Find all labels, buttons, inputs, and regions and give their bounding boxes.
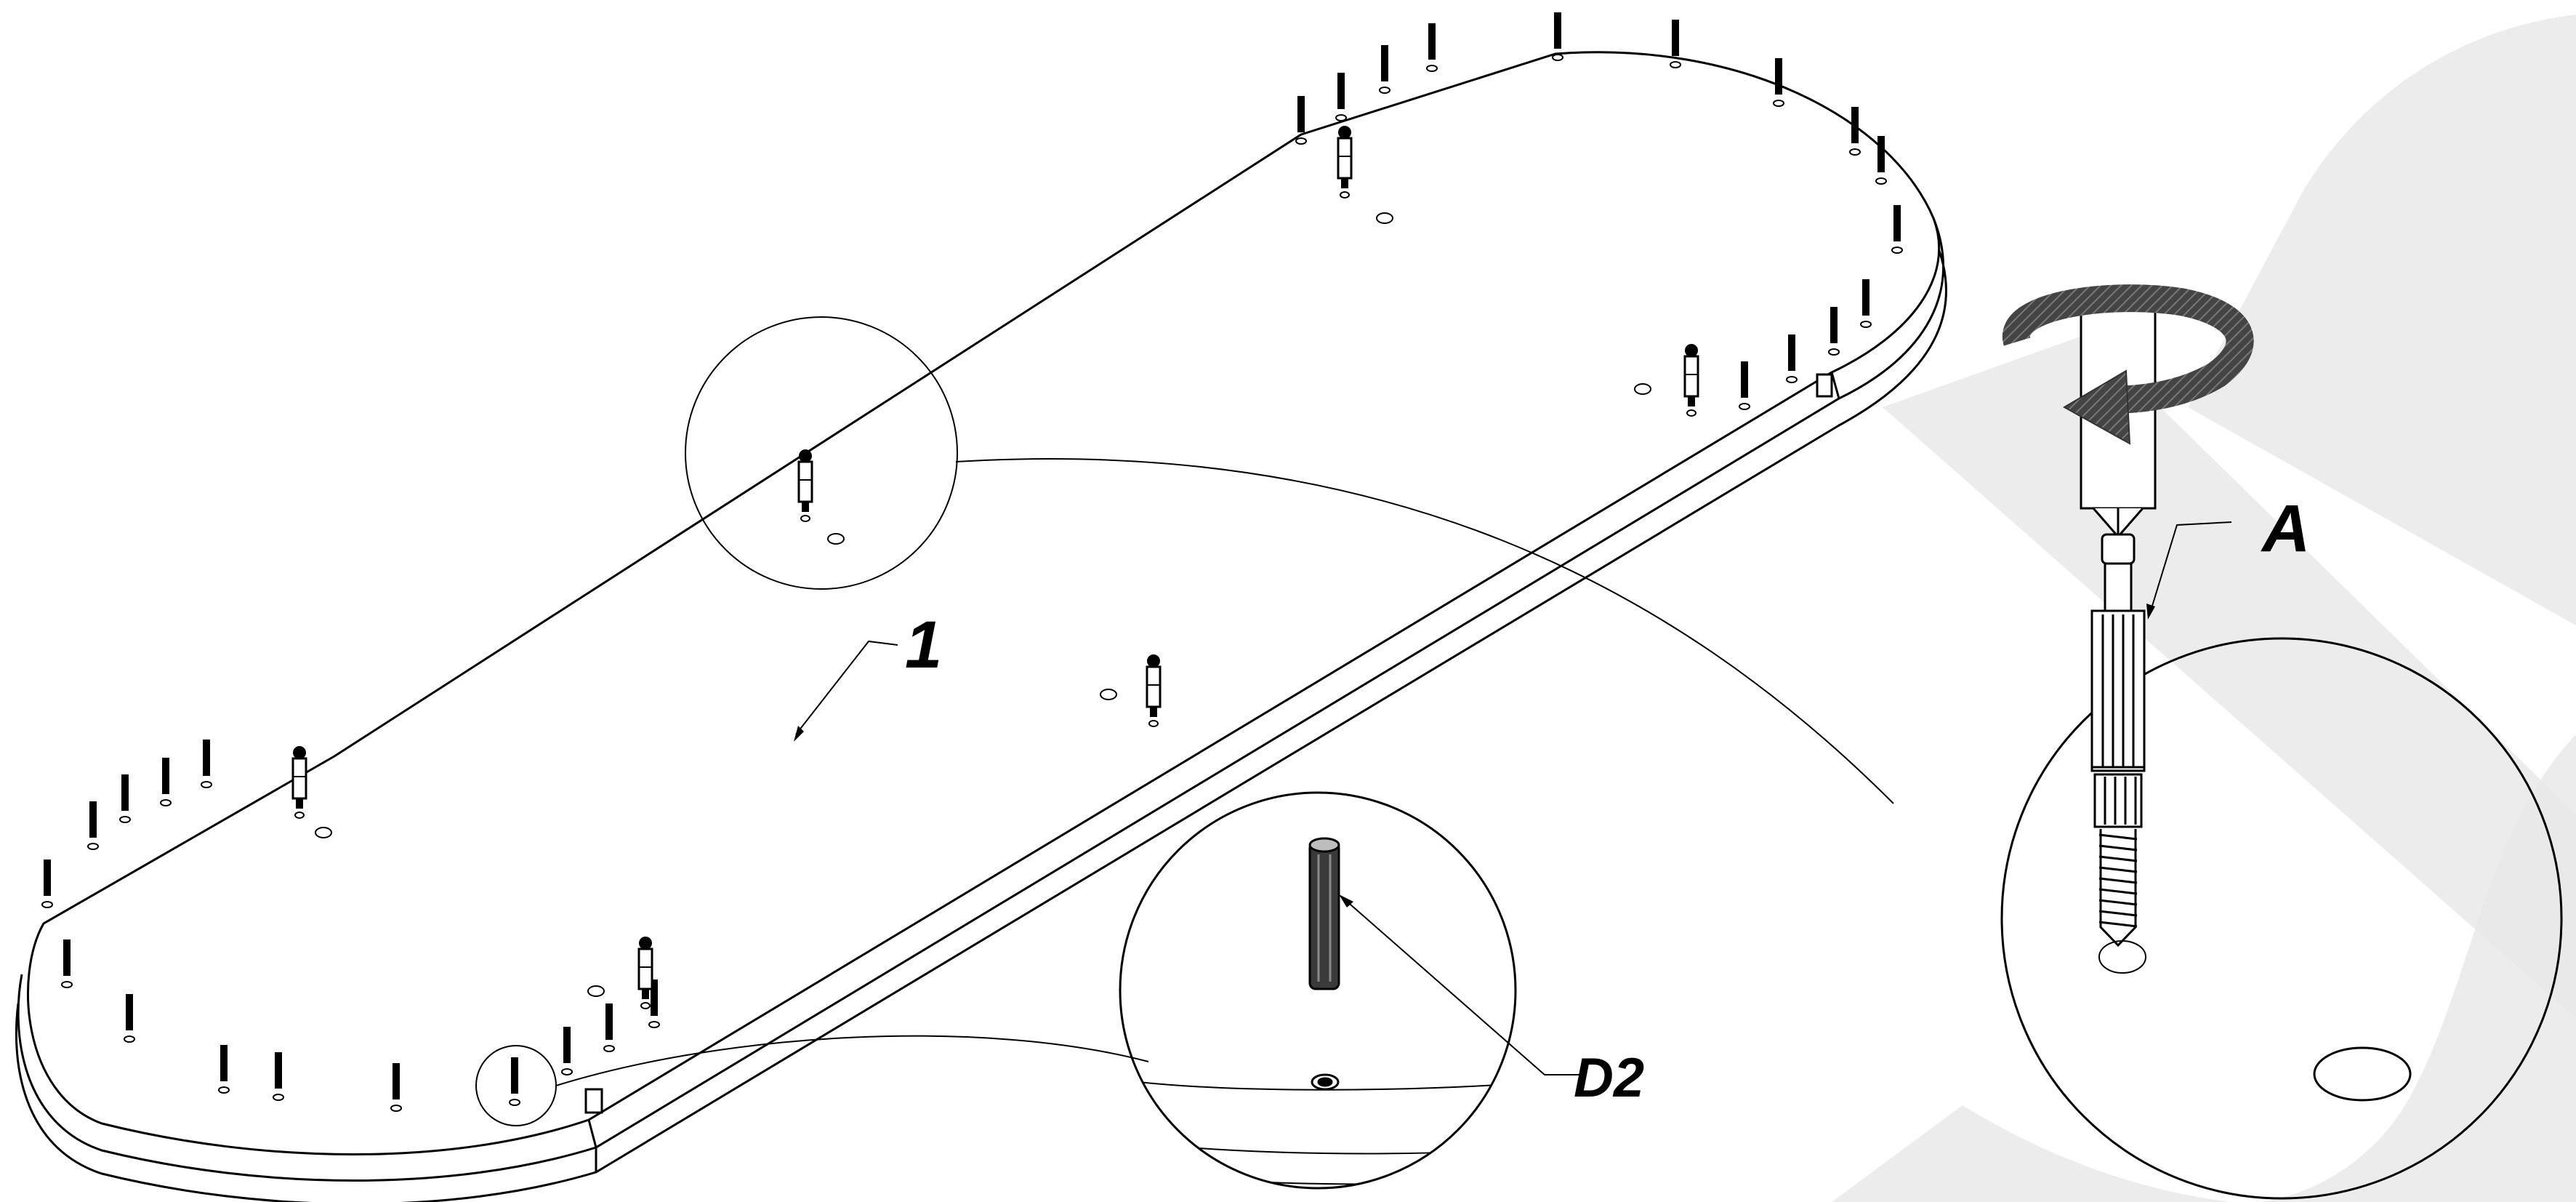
rim-dowel-pin [220, 1045, 228, 1081]
panel-connector-bolt [637, 937, 653, 1009]
rim-dowel-pin [162, 758, 169, 794]
connector-bolts [291, 126, 1699, 1009]
rim-dowel-pin [605, 1003, 613, 1040]
rim-dowel-hole [1773, 100, 1784, 107]
watermark-logo [1832, 15, 2576, 1202]
panel-connector-bolt [1337, 126, 1353, 199]
table-top-panel [15, 51, 1947, 1202]
panel-connector-bolt [291, 746, 307, 819]
rim-dowel-hole [218, 1086, 230, 1094]
rim-dowel-pin [1741, 361, 1748, 398]
rim-dowel-pin [1428, 23, 1436, 60]
rim-dowel-pin [1381, 45, 1388, 81]
rim-dowel-hole [1849, 148, 1861, 156]
rim-dowel-hole [390, 1105, 402, 1112]
rim-dowel-hole [1426, 65, 1438, 72]
rim-dowel-hole [1891, 247, 1903, 254]
rim-dowel-pin [1788, 334, 1795, 371]
bolt-thread [2099, 829, 2137, 947]
rim-dowel-hole [509, 1099, 520, 1106]
panel-connector-bolt [1146, 654, 1162, 727]
rim-dowel-pin [1830, 307, 1838, 343]
rim-dowel-hole [201, 781, 212, 788]
rim-dowel-hole [648, 1021, 660, 1028]
rim-dowel-pin [203, 740, 210, 776]
rotate-arrow-icon [2003, 284, 2254, 445]
rim-dowel-pin [89, 801, 97, 838]
panel-holes [315, 212, 1651, 997]
rim-dowel-hole [1875, 177, 1887, 185]
rim-dowel-pin [1337, 73, 1345, 109]
panel-connector-bolt [797, 449, 813, 522]
rim-dowel-hole [1335, 114, 1347, 121]
rim-dowel-hole [87, 843, 99, 850]
rim-dowel-pin [563, 1027, 571, 1063]
rim-dowel-hole [603, 1045, 615, 1052]
magnifier-source-d2 [475, 1035, 1149, 1126]
rim-dowel-pin [1851, 107, 1859, 143]
rim-dowel-hole [1295, 137, 1307, 145]
rim-dowel-pin [511, 1057, 518, 1094]
rim-dowel-hole [1739, 403, 1750, 410]
rim-dowel-hole [41, 901, 53, 908]
rim-dowel-hole [561, 1068, 573, 1075]
rim-dowel-hole [1379, 87, 1390, 94]
connector-bolt-icon [2090, 533, 2146, 947]
detail-d2-callout: D2 [1339, 894, 1644, 1109]
rim-dowel-pin [63, 939, 71, 976]
rim-dowel-pin [1297, 96, 1305, 132]
rim-dowel-pin [1775, 58, 1782, 95]
magnifier-source-a [685, 316, 1894, 804]
rim-dowel-hole [273, 1094, 284, 1101]
rim-dowel-pin [1862, 279, 1869, 316]
rim-dowel-hole [119, 816, 131, 823]
rim-dowel-hole [1860, 321, 1872, 328]
detail-a-label: A [2261, 492, 2310, 566]
detail-d2-label: D2 [1574, 1047, 1644, 1109]
rim-dowel-pins [41, 12, 1903, 1112]
rim-dowel-hole [1786, 376, 1798, 383]
rim-dowel-hole [1828, 348, 1840, 356]
rim-dowel-hole [124, 1035, 135, 1043]
rim-dowel-pin [1893, 205, 1901, 241]
rim-dowel-pin [121, 774, 129, 811]
rim-dowel-hole [1670, 61, 1681, 68]
rim-dowel-hole [61, 981, 73, 988]
rim-dowel-pin [126, 994, 133, 1030]
rim-dowel-pin [1877, 136, 1885, 172]
panel-connector-bolt [1683, 344, 1699, 417]
rim-dowel-pin [275, 1052, 282, 1089]
detail-a-view [2000, 637, 2563, 1200]
rim-dowel-pin [393, 1063, 400, 1099]
rim-dowel-pin [1672, 20, 1679, 56]
part-number-callout: 1 [794, 608, 942, 742]
rim-dowel-hole [1552, 54, 1563, 61]
rim-dowel-pin [44, 860, 51, 896]
dowel-pin-icon [1308, 837, 1340, 1091]
rim-dowel-hole [160, 799, 172, 806]
rim-dowel-pin [651, 979, 658, 1016]
detail-a-callout: A [2146, 492, 2310, 620]
part-number-label: 1 [905, 608, 942, 682]
rim-dowel-pin [1554, 12, 1561, 49]
